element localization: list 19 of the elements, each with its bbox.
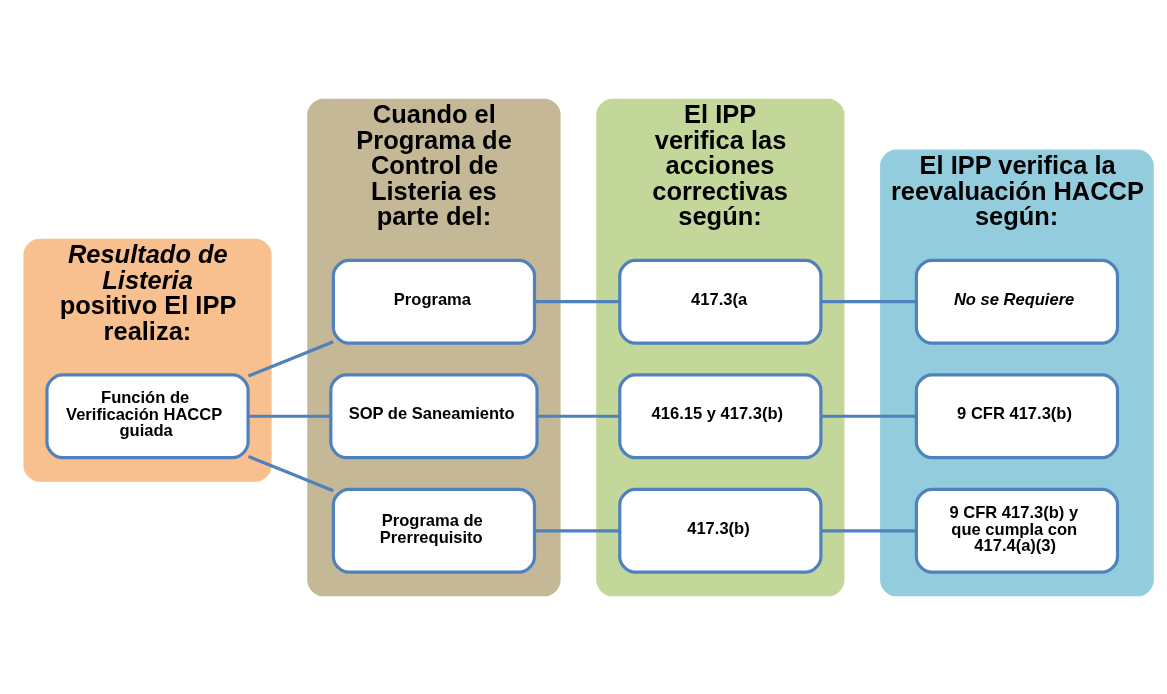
node-box: 417.3(b) — [618, 487, 823, 574]
node-box: Función de Verificación HACCP guiada — [45, 372, 250, 459]
node-box: Programa de Prerrequisito — [331, 487, 537, 574]
node-box: 417.3(a — [618, 258, 823, 345]
connector — [248, 414, 331, 418]
connector — [534, 299, 620, 303]
node-box: 9 CFR 417.3(b) — [914, 372, 1120, 459]
node-box: 416.15 y 417.3(b) — [618, 372, 823, 459]
node-box: Programa — [331, 258, 537, 345]
connector — [247, 339, 334, 377]
connector — [537, 414, 620, 418]
connector — [247, 454, 334, 492]
connector — [821, 414, 917, 418]
connector — [534, 528, 620, 532]
node-box: 9 CFR 417.3(b) y que cumpla con 417.4(a)(3) — [914, 487, 1120, 574]
connector — [821, 528, 917, 532]
connector — [821, 299, 917, 303]
node-box: No se Requiere — [914, 258, 1120, 345]
node-box: SOP de Saneamiento — [329, 372, 539, 459]
